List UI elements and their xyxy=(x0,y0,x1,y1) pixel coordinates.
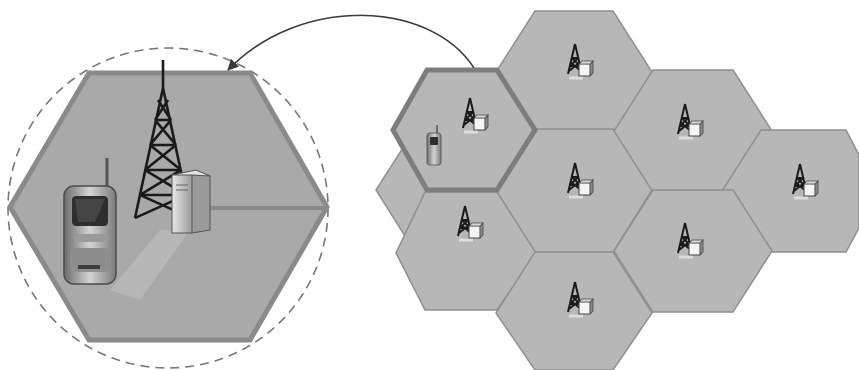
cell-grid xyxy=(376,11,859,370)
detail-cell xyxy=(8,48,328,368)
base-station-icon xyxy=(172,170,210,233)
zoom-arrow xyxy=(228,15,474,70)
